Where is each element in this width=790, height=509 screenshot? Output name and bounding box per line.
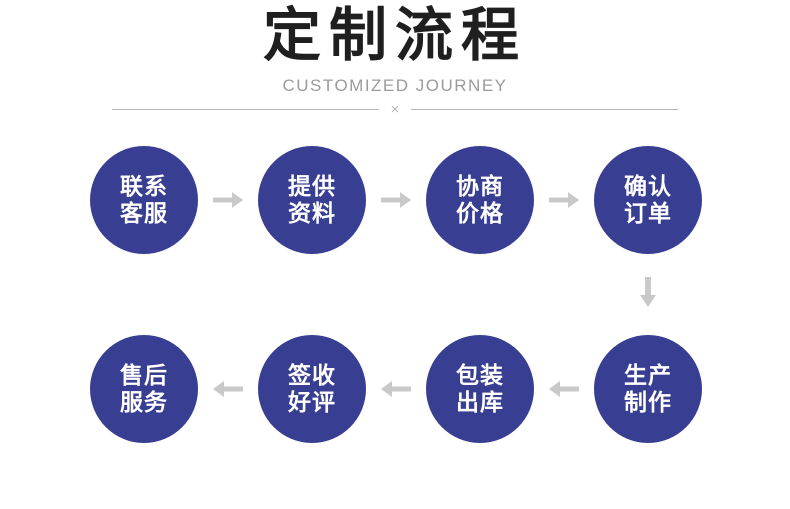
step-label-line: 签收 [288,361,336,388]
divider-line-left [112,108,379,110]
arrow-left-icon [549,381,579,397]
step-label-line: 制作 [624,389,672,415]
arrow-left-icon [213,381,243,397]
step-circle-after-sales: 售后 服务 [90,335,198,443]
step-label-line: 协商 [456,172,504,199]
arrow-right-icon [213,192,243,208]
step-circle-provide-materials: 提供 资料 [258,146,366,254]
page-title: 定制流程 [262,3,527,68]
step-label-line: 生产 [624,361,672,388]
step-circle-confirm-order: 确认 订单 [594,146,702,254]
step-circle-contact-service: 联系 客服 [90,146,198,254]
step-circle-negotiate-price: 协商 价格 [426,146,534,254]
step-label-line: 订单 [624,200,672,226]
step-label-line: 资料 [288,200,336,226]
page-subtitle: CUSTOMIZED JOURNEY [282,76,508,95]
arrow-right-icon [549,192,579,208]
step-circle-production: 生产 制作 [594,335,702,443]
arrow-down-icon [640,277,656,307]
step-label-line: 服务 [120,389,168,415]
step-label-line: 价格 [456,200,504,226]
arrow-left-icon [381,381,411,397]
step-label-line: 售后 [120,361,168,388]
step-label-line: 客服 [120,200,168,226]
step-label-line: 包装 [456,361,504,388]
step-circle-sign-and-review: 签收 好评 [258,335,366,443]
step-label-line: 确认 [624,172,672,199]
divider-x-icon: × [390,100,400,118]
step-label-line: 出库 [456,389,504,415]
step-label-line: 好评 [288,389,336,415]
arrow-right-icon [381,192,411,208]
step-label-line: 联系 [120,172,168,199]
step-label-line: 提供 [288,172,336,199]
divider: × [112,100,679,118]
divider-line-right [411,108,679,110]
step-circle-pack-and-ship: 包装 出库 [426,335,534,443]
